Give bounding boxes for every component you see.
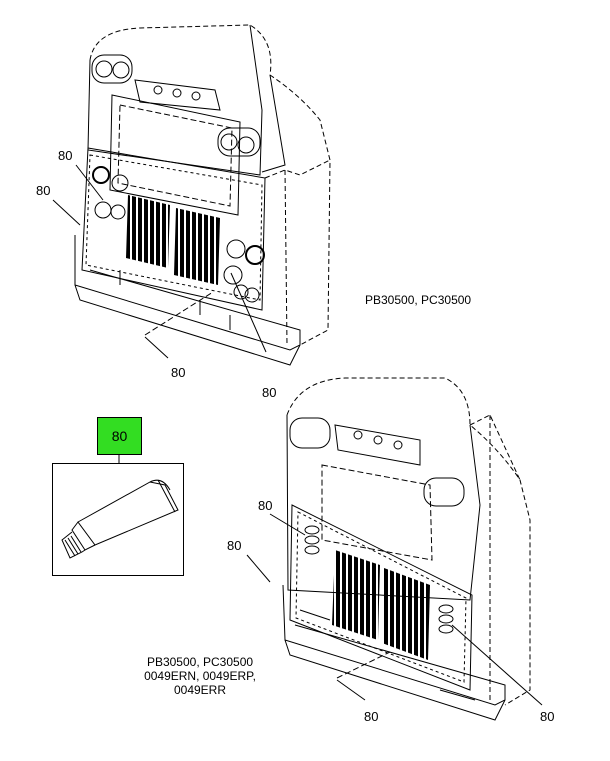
callout-top-left-lower: 80 [36,183,51,198]
callout-bottom-left-upper: 80 [258,498,273,513]
caption-bottom-models: PB30500, PC30500 0049ERN, 0049ERP, 0049E… [135,655,265,697]
callout-bottom-bottom: 80 [364,709,379,724]
bottom-cab-assembly [282,377,531,721]
top-leader-lines [52,164,267,359]
caption-bottom-line3: 0049ERR [173,683,227,697]
tube-detail-frame [52,463,184,576]
callout-top-bottom: 80 [171,365,186,380]
sealant-tube-icon [61,479,179,559]
material-callout-box: 80 [97,417,142,455]
top-cab-assembly [74,24,331,366]
caption-top-model: PB30500, PC30500 [365,293,472,307]
callout-top-right: 80 [262,385,277,400]
bottom-leader-lines [246,513,543,706]
caption-bottom-line1: PB30500, PC30500 [146,655,254,669]
callout-bottom-right: 80 [540,709,555,724]
caption-bottom-line2: 0049ERN, 0049ERP, [144,669,256,683]
callout-top-left-upper: 80 [58,148,73,163]
callout-bottom-left-lower: 80 [227,538,242,553]
